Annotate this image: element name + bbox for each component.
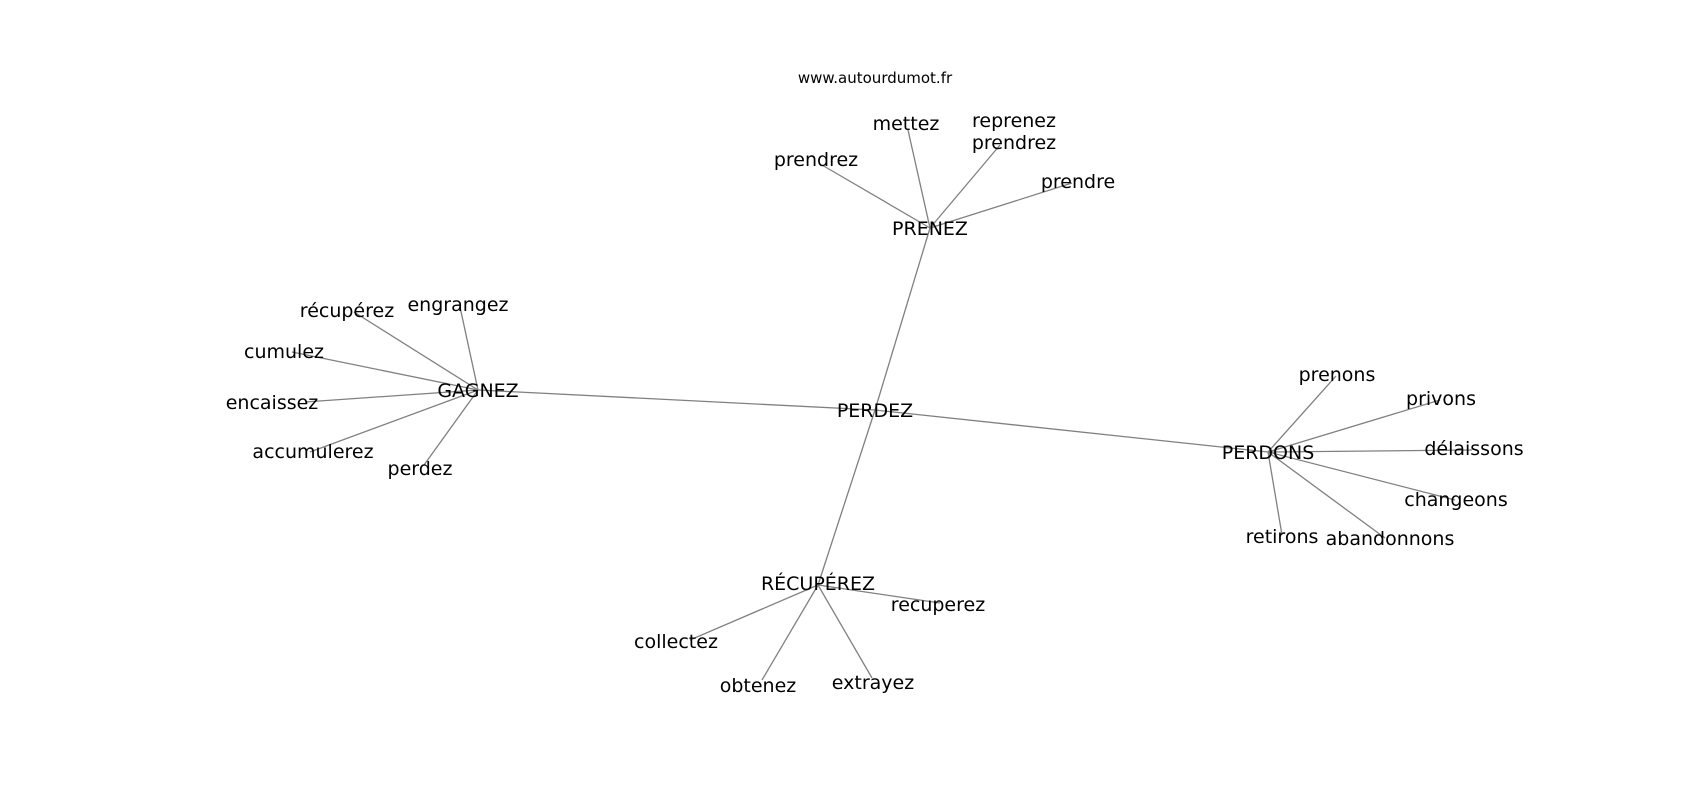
node-perdez-leaf: perdez [388, 458, 453, 480]
node-prendrez-2: prendrez [972, 132, 1056, 154]
edge-perdons-abandonnons [1267, 451, 1386, 539]
node-recuperez-leaf: recuperez [891, 594, 985, 616]
edge-recup-obtenez [761, 584, 819, 681]
node-perdons: PERDONS [1222, 442, 1315, 464]
edge-perdons-delaissons [1267, 449, 1473, 453]
node-gagnez: GAGNEZ [437, 380, 518, 402]
node-delaissons: délaissons [1424, 438, 1523, 460]
node-labels: PERDEZ PRENEZ prendrez mettez reprenez p… [226, 110, 1524, 697]
edge-prenez-prendrez [821, 164, 931, 229]
edges [291, 129, 1473, 681]
node-collectez: collectez [634, 631, 718, 653]
edge-perdez-gagnez [477, 389, 876, 411]
site-url: www.autourdumot.fr [798, 69, 953, 87]
node-engrangez: engrangez [407, 294, 508, 316]
node-retirons: retirons [1246, 526, 1319, 548]
edge-gagnez-cumulez [291, 351, 479, 391]
node-changeons: changeons [1404, 489, 1508, 511]
node-privons: privons [1406, 388, 1476, 410]
node-reprenez: reprenez [972, 110, 1056, 132]
node-abandonnons: abandonnons [1326, 528, 1455, 550]
edge-gagnez-perdez [423, 389, 479, 466]
node-obtenez: obtenez [720, 675, 797, 697]
node-recuperez-lower: récupérez [300, 300, 394, 322]
edge-perdons-prenons [1267, 375, 1337, 453]
edge-gagnez-engrangez [459, 306, 479, 391]
edge-perdez-perdons [874, 409, 1269, 453]
edge-gagnez-accumulerez [309, 389, 479, 453]
node-prenez: PRENEZ [892, 218, 968, 240]
edge-recup-collectez [689, 584, 819, 641]
edge-prenez-reprenez [929, 144, 1001, 229]
edge-gagnez-recuperez [353, 311, 479, 391]
node-perdez: PERDEZ [837, 400, 913, 422]
edge-prenez-mettez [907, 129, 931, 229]
edge-perdons-changeons [1267, 451, 1456, 501]
node-cumulez: cumulez [244, 341, 324, 363]
edge-perdons-retirons [1267, 451, 1283, 536]
edge-recup-recuperez [817, 584, 941, 604]
edge-gagnez-encaissez [304, 389, 479, 403]
edge-prenez-prendre [929, 182, 1073, 229]
node-recuperez-hub: RÉCUPÉREZ [761, 572, 875, 595]
node-prendre: prendre [1041, 171, 1115, 193]
node-prendrez: prendrez [774, 149, 858, 171]
node-extrayez: extrayez [832, 672, 914, 694]
node-encaissez: encaissez [226, 392, 319, 414]
node-accumulerez: accumulerez [252, 441, 373, 463]
edge-perdez-recuperez [817, 409, 876, 586]
node-prenons: prenons [1299, 364, 1376, 386]
edge-perdez-prenez [874, 227, 931, 411]
edge-perdons-privons [1267, 399, 1441, 453]
edge-recup-extrayez [817, 584, 873, 679]
node-mettez: mettez [873, 113, 940, 135]
